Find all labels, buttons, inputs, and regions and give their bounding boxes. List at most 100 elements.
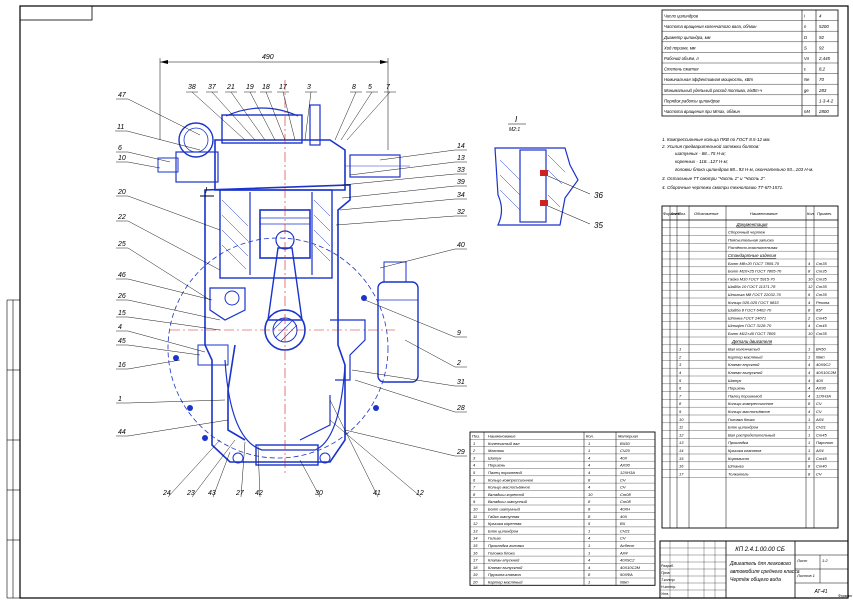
bom-name: Шайба 10 ГОСТ 11371-78 <box>728 284 776 289</box>
callout-number: 21 <box>226 84 235 91</box>
bom-note: ВЧ50 <box>816 347 826 352</box>
document-code: КП 2.4.1.00.00 СБ <box>735 547 785 553</box>
signature-role: Утв. <box>661 592 669 596</box>
callout-leader <box>364 299 456 338</box>
parts-material: ВЧ50 <box>620 441 630 446</box>
note-line: 3. Остальные ТТ смотри "Часть 1" и "Част… <box>662 176 766 181</box>
bom-pos: 11 <box>679 425 683 430</box>
callout-leader <box>349 161 456 176</box>
bom-section-title: Детали двигателя <box>731 339 773 344</box>
parts-name: Кольцо маслосъёмное <box>488 485 531 490</box>
callout-leader <box>127 299 221 321</box>
bom-qty: 4 <box>808 386 811 391</box>
bom-name: Клапан впускной <box>728 362 760 367</box>
bom-name: Шпонка ГОСТ 24071 <box>728 315 766 320</box>
bom-note: Ст35 <box>816 292 827 297</box>
note-line: 4. Сборочные чертежи смотри технологию Т… <box>662 185 783 190</box>
bom-name: Поршень <box>728 386 745 391</box>
parts-material: 12ХН3А <box>620 470 635 475</box>
bom-pos: 14 <box>679 448 684 453</box>
parts-pos: 17 <box>473 558 478 563</box>
callout-number: 6 <box>118 145 122 152</box>
bom-qty: 10 <box>808 331 813 336</box>
section-mark-label: I <box>205 186 208 195</box>
parts-header-3: Материал <box>618 434 639 439</box>
parts-name: Маховик <box>488 448 505 453</box>
parts-qty: 1 <box>588 550 590 555</box>
parts-material: 40Х <box>620 455 627 460</box>
bom-note: 40Х9С2 <box>816 362 831 367</box>
callout-number: 29 <box>456 449 465 456</box>
parts-material: 40Х <box>620 514 627 519</box>
bom-note: АЛ30 <box>815 386 827 391</box>
callout-leader <box>346 91 391 141</box>
document-title-line: Двигатель для легкового <box>729 561 791 567</box>
parts-pos: 4 <box>473 463 476 468</box>
bom-pos: 3 <box>679 362 682 367</box>
parts-material: Ст08 <box>620 492 631 497</box>
parts-name: Гайка шатунная <box>488 514 520 519</box>
parts-material: Асбест <box>619 543 635 548</box>
callout-number: 11 <box>117 124 124 131</box>
bom-note: Паронит <box>816 440 834 445</box>
callout-leader <box>191 439 236 498</box>
spec-symbol: nM <box>804 109 810 114</box>
parts-material: 08кп <box>620 580 629 585</box>
bom-note: Ст35 <box>816 276 827 281</box>
callout-leader <box>127 247 211 301</box>
bom-note: Ст45 <box>816 456 827 461</box>
callout-number: 37 <box>208 84 217 91</box>
parts-name: Шатун <box>488 455 502 460</box>
parts-header-2: Кол. <box>586 434 594 439</box>
bom-pos: 4 <box>679 370 682 375</box>
parts-name: Коленчатый вал <box>488 441 520 446</box>
title-block-frame <box>659 540 849 599</box>
sheets-count: Листов 1 <box>796 573 815 578</box>
callout-leader <box>127 278 213 301</box>
spec-value: 4 <box>819 14 822 19</box>
callout-number: 34 <box>457 192 465 199</box>
bom-header-0: Формат <box>663 211 680 216</box>
bom-qty: 12 <box>808 284 813 289</box>
parts-pos: 9 <box>473 499 476 504</box>
bom-pos: 6 <box>679 386 682 391</box>
bom-qty: 8 <box>808 464 811 469</box>
bom-qty: 8 <box>808 471 811 476</box>
bom-header-4: Наименование <box>750 211 778 216</box>
parts-pos: 13 <box>473 528 478 533</box>
callout-leader <box>341 173 456 186</box>
callout-number: 5 <box>368 84 372 91</box>
callout-number: 39 <box>457 179 465 186</box>
bom-note: Ст35 <box>816 261 827 266</box>
callout-number: 10 <box>118 155 126 162</box>
bom-name: Картер масляный <box>728 354 763 359</box>
parts-name: Поршень <box>488 463 505 468</box>
callout-leader <box>127 344 201 356</box>
callout-number: 44 <box>118 429 126 436</box>
callout-number: 13 <box>457 155 465 162</box>
detail-callout-36: 36 <box>594 191 603 200</box>
callout-number: 46 <box>118 272 126 279</box>
callout-leader <box>334 91 357 141</box>
callout-number: 31 <box>457 379 465 386</box>
bom-qty: 4 <box>808 409 811 414</box>
parts-pos: 2 <box>472 448 476 453</box>
spec-name: Степень сжатия <box>664 67 699 72</box>
spec-value: 92 <box>819 45 824 50</box>
callout-leader <box>282 91 296 141</box>
bom-name: Расчётно-пояснительная <box>728 245 778 250</box>
detail-view-i: I М2:1 36 35 <box>494 115 603 230</box>
parts-qty: 8 <box>588 572 591 577</box>
callout-number: 27 <box>235 490 245 497</box>
callout-leader <box>404 339 456 368</box>
bom-header-1: Зона <box>671 211 681 216</box>
parts-pos: 7 <box>473 485 476 490</box>
parts-name: Болт шатунный <box>488 507 521 512</box>
bom-note: Ст35 <box>816 284 827 289</box>
parts-material: 40ХН <box>620 507 630 512</box>
bom-note: АЛ4 <box>815 417 824 422</box>
